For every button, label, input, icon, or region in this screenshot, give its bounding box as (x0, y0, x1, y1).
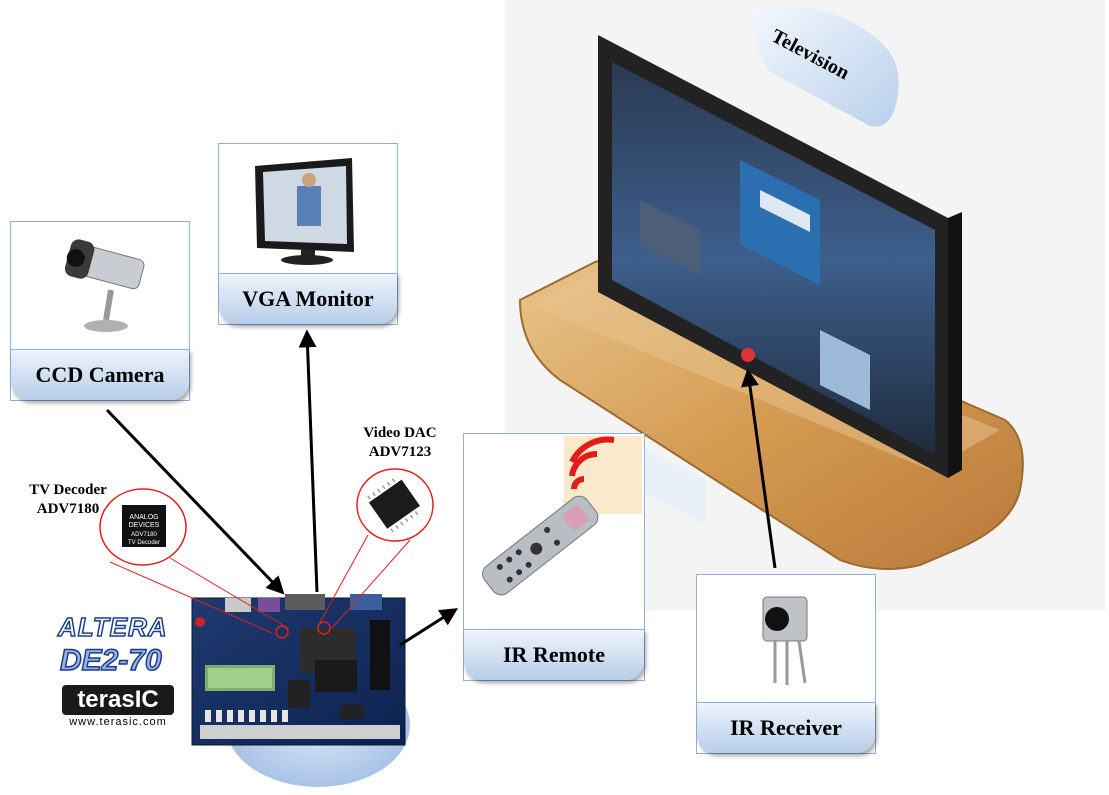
video-dac-label: Video DAC ADV7123 (340, 424, 460, 462)
arrow-camera-to-board (105, 408, 285, 595)
ir-receiver-image (762, 596, 808, 685)
tv-decoder-chip-text: TV Decoder (128, 540, 160, 546)
television (598, 35, 962, 525)
television-label-tab (751, 6, 899, 127)
ir-receiver-label: IR Receiver (697, 702, 875, 753)
tv-decoder-chip-brand-1: ANALOG (129, 514, 158, 521)
arrow-receiver-to-tv (741, 368, 777, 569)
ir-remote-image (482, 436, 642, 596)
terasic-logo: terasIC (62, 685, 174, 715)
video-dac-callout (317, 468, 434, 635)
tv-decoder-title: TV Decoder (29, 482, 107, 498)
video-dac-part: ADV7123 (368, 444, 432, 460)
ir-remote-label: IR Remote (464, 629, 644, 680)
arrow-board-to-remote (399, 608, 459, 647)
ccd-camera-label: CCD Camera (11, 349, 189, 400)
ccd-camera-card: CCD Camera (10, 221, 190, 401)
ir-receiver-card: IR Receiver (696, 574, 876, 754)
terasic-url: www.terasic.com (69, 716, 167, 728)
vga-monitor-image (255, 158, 354, 265)
altera-logo: ALTERA (57, 612, 168, 642)
tv-decoder-part: ADV7180 (36, 501, 100, 517)
ccd-camera-image (64, 239, 145, 332)
tv-decoder-label: TV Decoder ADV7180 (8, 481, 128, 519)
de2-70-board (191, 594, 406, 746)
tv-decoder-chip-model: ADV7180 (131, 532, 157, 538)
ir-remote-card: IR Remote (463, 433, 645, 681)
tv-decoder-chip-brand-2: DEVICES (129, 522, 160, 529)
tv-decoder-callout (99, 488, 289, 639)
video-dac-title: Video DAC (363, 425, 437, 441)
vga-monitor-label: VGA Monitor (219, 273, 397, 324)
de2-70-logo: DE2-70 (59, 643, 162, 678)
vga-monitor-card: VGA Monitor (218, 143, 398, 325)
arrow-board-to-vga (298, 329, 319, 593)
